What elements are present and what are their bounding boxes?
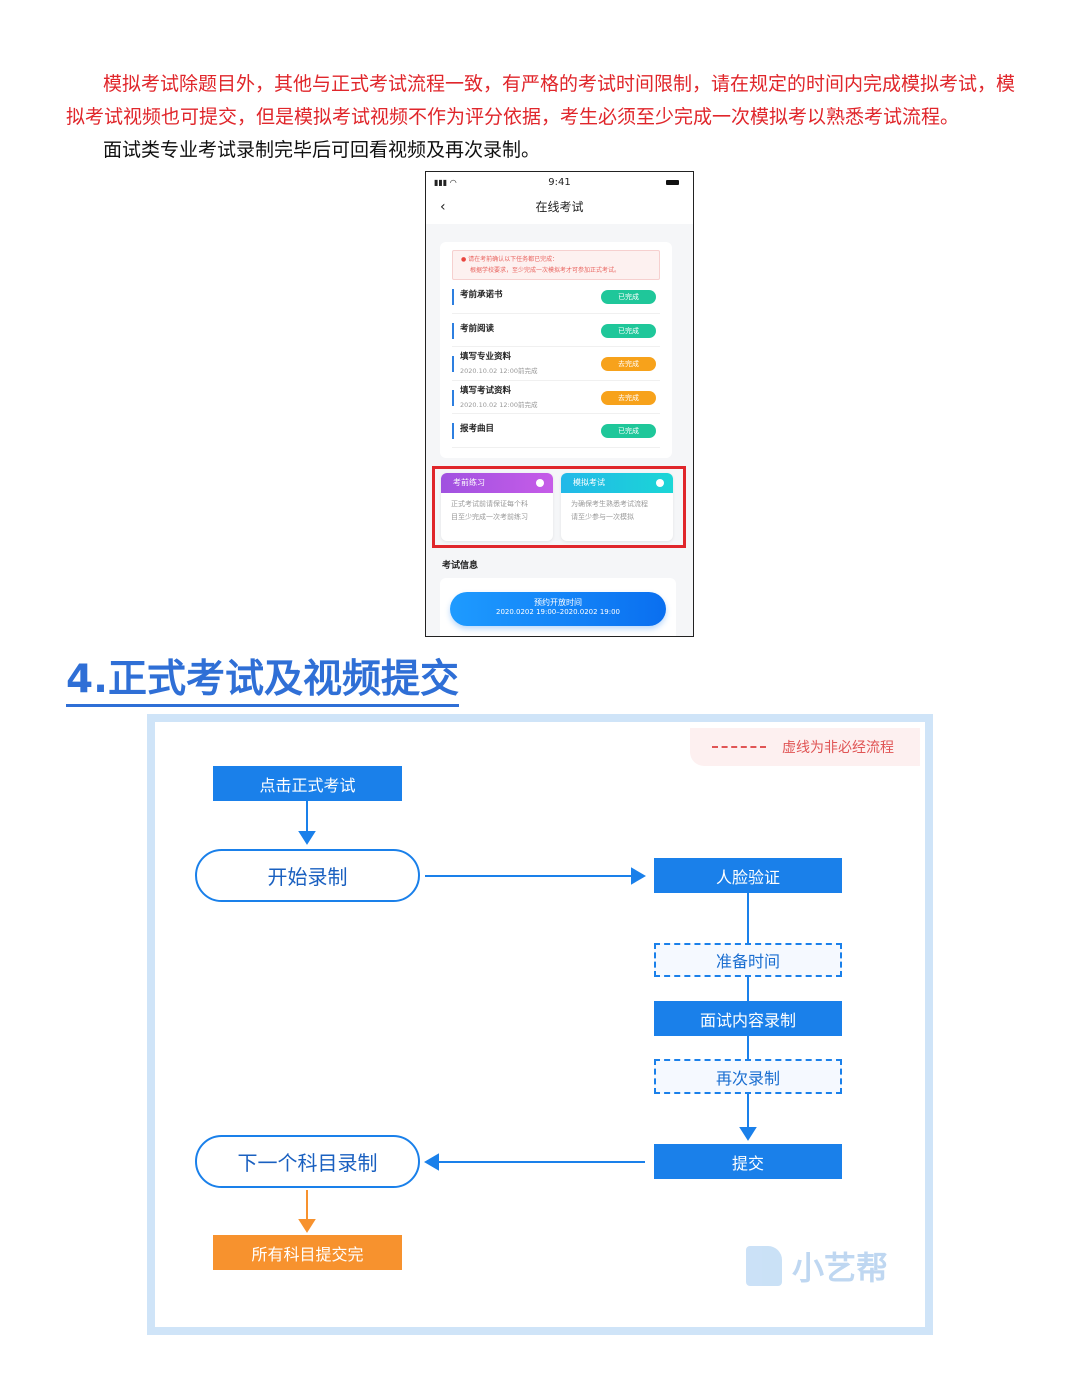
nav-title: 在线考试 xyxy=(535,200,584,214)
status-bar: ▮▮▮ ◠ 9:41 xyxy=(426,172,693,194)
battery-icon xyxy=(666,180,679,185)
mock-desc: 请至少参与一次模拟 xyxy=(571,513,634,521)
step-all-submitted: 所有科目提交完 xyxy=(213,1235,402,1270)
practice-desc: 目至少完成一次考前练习 xyxy=(451,513,528,521)
task-status-badge[interactable]: 已完成 xyxy=(601,290,656,304)
task-marker xyxy=(452,356,454,372)
task-name: 考前承诺书 xyxy=(460,290,503,300)
step-content-record: 面试内容录制 xyxy=(654,1001,842,1036)
task-row[interactable]: 填写考试资料 2020.10.02 12:00前完成 去完成 xyxy=(452,381,660,414)
status-time: 9:41 xyxy=(548,177,571,188)
task-name: 报考曲目 xyxy=(460,424,495,434)
arrow-head xyxy=(298,1219,316,1233)
task-status-badge[interactable]: 去完成 xyxy=(601,357,656,371)
task-name: 填写考试资料 xyxy=(460,385,512,396)
task-name: 填写专业资料 xyxy=(460,352,512,362)
task-marker xyxy=(452,423,454,439)
logo-icon xyxy=(746,1246,782,1286)
legend-text: 虚线为非必经流程 xyxy=(782,740,894,756)
task-status-badge[interactable]: 已完成 xyxy=(601,323,656,338)
practice-title: 考前练习 xyxy=(453,478,485,487)
back-icon[interactable]: ‹ xyxy=(440,199,446,215)
phone-screenshot: ▮▮▮ ◠ 9:41 ‹ 在线考试 ● 请在考前确认以下任务都已完成： 根据学校… xyxy=(425,171,694,637)
nav-bar: ‹ 在线考试 xyxy=(426,194,693,224)
task-marker xyxy=(452,322,454,339)
notice-line: 请在考前确认以下任务都已完成： xyxy=(468,256,559,263)
watermark-text: 小艺帮 xyxy=(792,1249,889,1287)
mock-desc: 为确保考生熟悉考试流程 xyxy=(571,500,648,508)
button-title: 预约开放时间 xyxy=(534,598,582,607)
task-marker xyxy=(452,389,454,406)
step-click-exam: 点击正式考试 xyxy=(213,766,402,801)
task-marker xyxy=(452,289,454,305)
step-start-record: 开始录制 xyxy=(195,849,420,902)
intro-red-line1: 模拟考试除题目外，其他与正式考试流程一致，有严格的考试时间限制，请在规定的时间内… xyxy=(103,73,1016,95)
notice-line: 根据学校要求，至少完成一次模拟考才可参加正式考试。 xyxy=(470,267,621,274)
task-card: ● 请在考前确认以下任务都已完成： 根据学校要求，至少完成一次模拟考才可参加正式… xyxy=(440,242,672,458)
task-row[interactable]: 考前承诺书 已完成 xyxy=(452,280,660,314)
task-deadline: 2020.10.02 12:00前完成 xyxy=(460,400,538,409)
intro-black-line: 面试类专业考试录制完毕后可回看视频及再次录制。 xyxy=(103,139,541,161)
arrow-head xyxy=(739,1127,757,1141)
task-row[interactable]: 考前阅读 已完成 xyxy=(452,314,660,347)
step-prep-time: 准备时间 xyxy=(654,943,842,977)
arrow-right-icon xyxy=(656,479,664,487)
step-face-verify: 人脸验证 xyxy=(654,858,842,893)
signal-icon: ▮▮▮ ◠ xyxy=(434,178,457,187)
watermark: 小艺帮 xyxy=(746,1243,888,1289)
arrow-head xyxy=(424,1153,439,1171)
step-next-subject: 下一个科目录制 xyxy=(195,1135,420,1188)
task-name: 考前阅读 xyxy=(460,323,495,334)
arrow-head xyxy=(298,831,316,845)
notice-box: ● 请在考前确认以下任务都已完成： 根据学校要求，至少完成一次模拟考才可参加正式… xyxy=(452,250,660,280)
practice-card[interactable]: 考前练习 正式考试前请保证每个科目至少完成一次考前练习 xyxy=(441,473,553,541)
section-heading: 4.正式考试及视频提交 xyxy=(66,656,459,707)
arrow-right-icon xyxy=(536,479,544,487)
legend: 虚线为非必经流程 xyxy=(690,728,920,766)
intro-red-line2: 拟考试视频也可提交，但是模拟考试视频不作为评分依据，考生必须至少完成一次模拟考以… xyxy=(66,106,960,128)
step-submit: 提交 xyxy=(654,1144,842,1179)
task-row[interactable]: 报考曲目 已完成 xyxy=(452,414,660,448)
task-deadline: 2020.10.02 12:00前完成 xyxy=(460,367,538,375)
task-status-badge[interactable]: 去完成 xyxy=(601,390,656,405)
task-status-badge[interactable]: 已完成 xyxy=(601,424,656,438)
button-time: 2020.0202 19:00–2020.0202 19:00 xyxy=(495,608,620,616)
step-re-record: 再次录制 xyxy=(654,1059,842,1094)
schedule-button[interactable]: 预约开放时间 2020.0202 19:00–2020.0202 19:00 xyxy=(450,592,666,626)
mock-card[interactable]: 模拟考试 为确保考生熟悉考试流程请至少参与一次模拟 xyxy=(561,473,673,541)
practice-desc: 正式考试前请保证每个科 xyxy=(451,500,528,508)
task-row[interactable]: 填写专业资料 2020.10.02 12:00前完成 去完成 xyxy=(452,347,660,381)
highlight-frame xyxy=(432,466,686,548)
section-title: 考试信息 xyxy=(442,561,479,571)
arrow-head xyxy=(631,867,646,885)
mock-title: 模拟考试 xyxy=(573,478,605,487)
dashed-line-icon xyxy=(712,746,766,748)
